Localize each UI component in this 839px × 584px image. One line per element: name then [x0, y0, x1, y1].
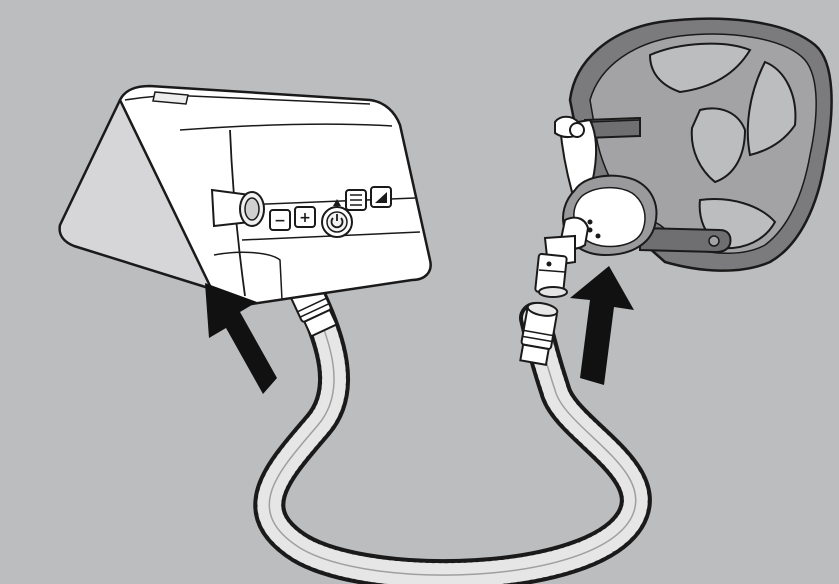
minus-icon: − — [274, 213, 286, 229]
menu-button[interactable] — [346, 190, 366, 210]
plus-button[interactable]: + — [295, 207, 315, 227]
ramp-button[interactable] — [371, 187, 391, 207]
air-outlet-icon — [212, 190, 264, 226]
plus-icon: + — [299, 210, 311, 226]
minus-button[interactable]: − — [270, 210, 290, 230]
device-lid-tab — [153, 92, 188, 104]
